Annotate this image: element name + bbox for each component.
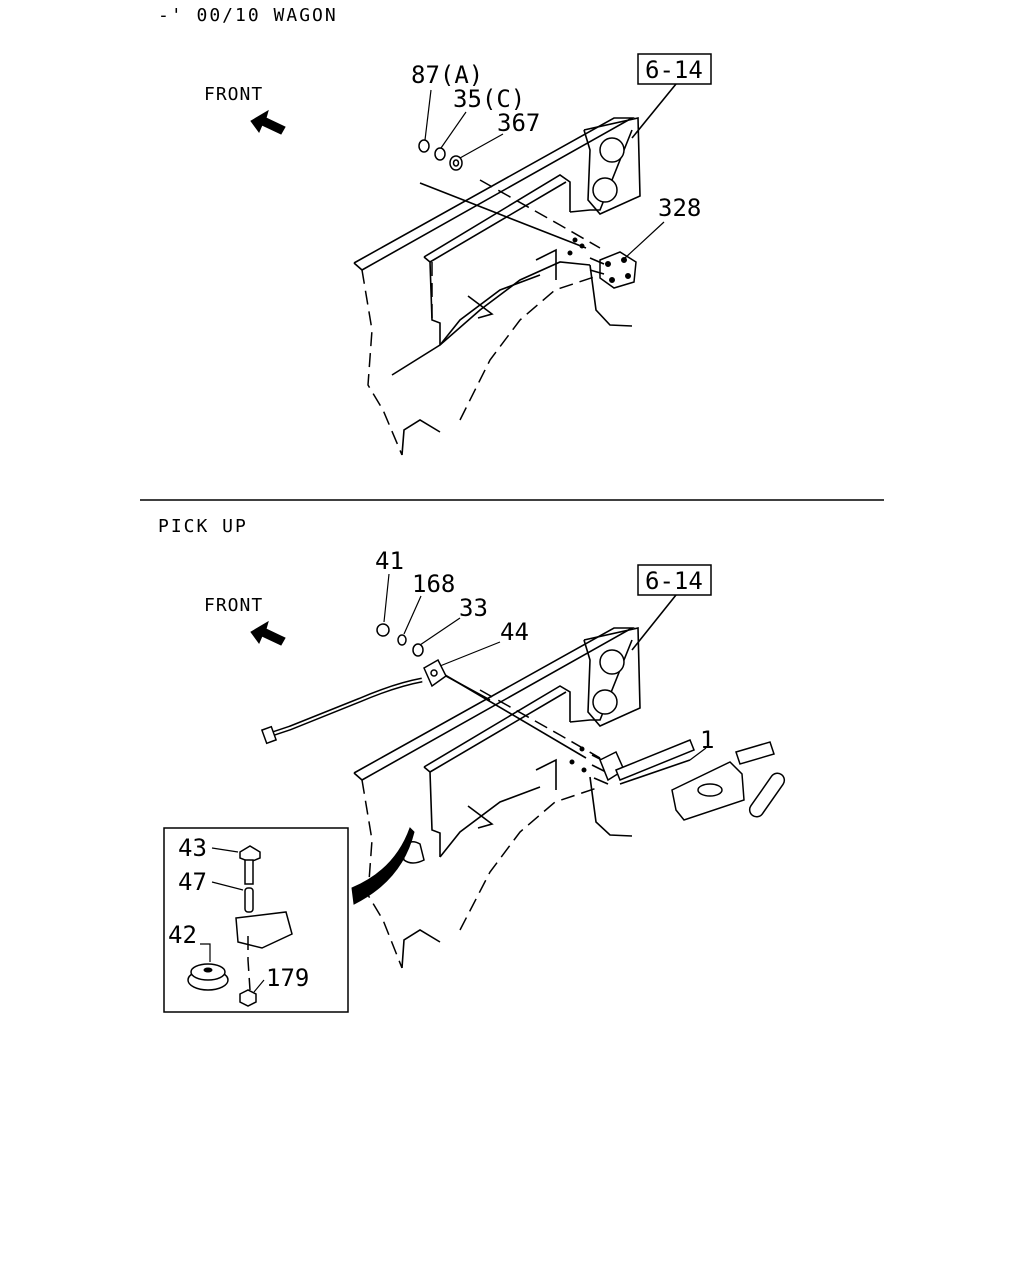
- wagon-ref-label: 6-14: [645, 56, 703, 84]
- callout-367: 367: [497, 109, 540, 137]
- pickup-detail-inset: 43 47 42 179: [163, 827, 349, 1013]
- wagon-nut-icon: [418, 139, 430, 153]
- callout-41: 41: [375, 547, 404, 575]
- detail-nut-icon: [239, 989, 257, 1007]
- detail-pointer-arrow-icon: [351, 827, 415, 905]
- wagon-front-arrow-icon: [250, 109, 286, 135]
- wagon-frame-hole: [599, 137, 625, 163]
- pickup-front-label: FRONT: [204, 595, 263, 616]
- callout-35c: 35(C): [453, 85, 525, 113]
- detail-pin-icon: [244, 887, 254, 913]
- wagon-hitch-plate-icon: [567, 237, 637, 289]
- wagon-spacer-hole: [452, 159, 460, 167]
- wagon-washer-icon: [434, 147, 446, 161]
- callout-47: 47: [178, 868, 207, 896]
- pickup-washer-icon: [412, 643, 424, 657]
- pickup-header: PICK UP: [158, 516, 248, 537]
- wagon-section: -' 00/10 WAGON FRONT 6-14: [158, 5, 712, 456]
- callout-328: 328: [658, 194, 701, 222]
- wagon-frame-hole: [592, 177, 618, 203]
- wagon-ref-box: [637, 53, 712, 85]
- callout-44: 44: [500, 618, 529, 646]
- pickup-frame: [353, 627, 641, 969]
- pickup-frame-hole: [592, 689, 618, 715]
- wagon-header: -' 00/10 WAGON: [158, 5, 338, 26]
- callout-1: 1: [700, 726, 714, 754]
- callout-33: 33: [459, 594, 488, 622]
- pickup-ref-box: [637, 564, 712, 596]
- pickup-cable-icon: [260, 658, 491, 745]
- pickup-lockwasher-icon: [397, 634, 407, 646]
- pickup-nut-icon: [376, 623, 390, 637]
- pickup-front-arrow-icon: [250, 620, 286, 646]
- pickup-spare-tire-carrier-icon: [569, 739, 786, 821]
- detail-bolt-icon: [239, 845, 261, 885]
- detail-bracket-icon: [235, 911, 293, 949]
- callout-168: 168: [412, 570, 455, 598]
- detail-mount-icon: [187, 963, 229, 991]
- callout-179: 179: [266, 964, 309, 992]
- pickup-ref-label: 6-14: [645, 567, 703, 595]
- wagon-front-label: FRONT: [204, 84, 263, 105]
- callout-42: 42: [168, 921, 197, 949]
- pickup-section: PICK UP FRONT 6-14: [158, 516, 786, 1013]
- callout-87a: 87(A): [411, 61, 483, 89]
- callout-43: 43: [178, 834, 207, 862]
- wagon-frame: [353, 117, 641, 456]
- pickup-frame-hole: [599, 649, 625, 675]
